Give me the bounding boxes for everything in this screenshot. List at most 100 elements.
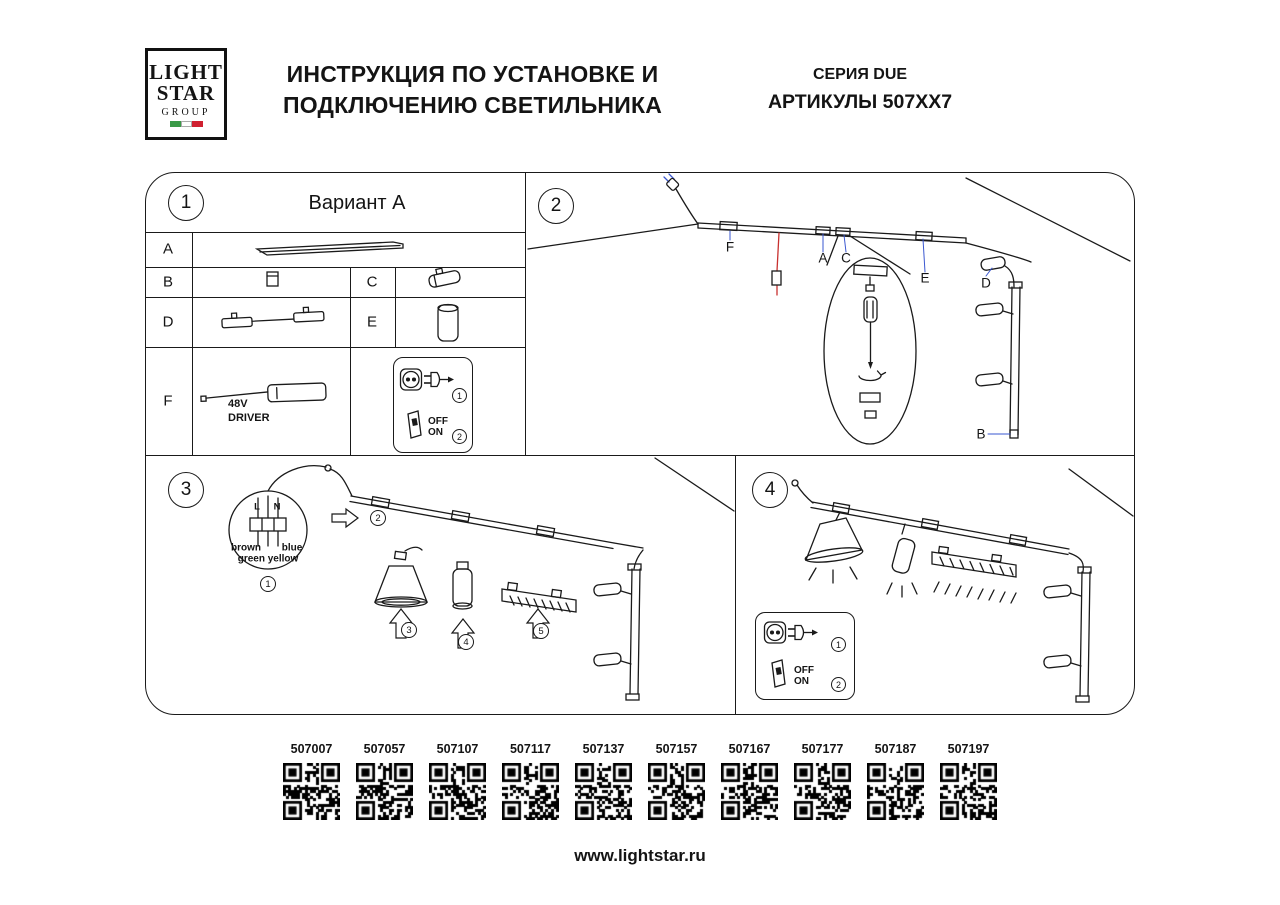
linear-light (501, 581, 577, 613)
qr-item: 507117 (494, 742, 567, 820)
part-letter-b: B (162, 273, 174, 291)
variant-a-title: Вариант А (308, 192, 406, 214)
table-grid-line (395, 267, 396, 347)
wall-corner-edge (654, 457, 735, 512)
screwdriver-icon (858, 296, 887, 382)
track-bar (810, 501, 1070, 556)
wall-track (593, 563, 642, 701)
logo-flag-icon (169, 120, 203, 127)
divider-panel-1-2 (525, 173, 526, 455)
series-name: СЕРИЯ DUE (812, 66, 908, 83)
part-e-cylinder-drawing (437, 303, 459, 342)
qr-code-image (356, 763, 413, 820)
articles-code: АРТИКУЛЫ 507XX7 (767, 91, 953, 113)
qr-item: 507107 (421, 742, 494, 820)
step-3-badge-d3: 3 (401, 622, 417, 638)
part-d-link-drawing (221, 306, 325, 329)
light-switch-icon (407, 410, 422, 439)
section-2-number: 2 (538, 188, 574, 224)
flag-red (191, 120, 203, 127)
table-grid-line (350, 267, 351, 455)
part-letter-f: F (163, 392, 173, 410)
diagram-frame (145, 172, 1135, 715)
onoff-labels: OFF ON (428, 416, 448, 438)
on-label: ON (428, 427, 443, 438)
lightstar-logo: LIGHT STAR GROUP (145, 48, 227, 140)
part-letter-a: A (162, 240, 174, 258)
qr-item: 507157 (640, 742, 713, 820)
part-a-track-drawing (254, 241, 404, 256)
page-title-line2: ПОДКЛЮЧЕНИЮ СВЕТИЛЬНИКА (282, 92, 663, 118)
diagram2-label-f: F (725, 239, 735, 255)
track-bar (697, 220, 967, 244)
step-2-badge: 2 (452, 429, 467, 444)
table-grid-line (146, 347, 525, 348)
qr-article-number: 507057 (363, 742, 406, 756)
cone-spotlight-on (804, 511, 864, 584)
qr-code-image (575, 763, 632, 820)
cylinder-spotlight (452, 561, 473, 610)
table-grid-line (146, 297, 525, 298)
power-connection-box: 1 OFF ON 2 (393, 357, 473, 453)
driver-spec-text: 48V DRIVER (228, 398, 270, 425)
driver-word: DRIVER (228, 411, 270, 424)
diagram2-label-e: E (920, 270, 930, 286)
cone-spotlight (374, 546, 428, 608)
qr-item: 507007 (275, 742, 348, 820)
wire-label-green-yellow: green yellow (237, 553, 299, 565)
qr-item: 507187 (859, 742, 932, 820)
logo-line3: GROUP (161, 106, 211, 118)
linear-light-on (931, 545, 1017, 604)
qr-article-number: 507137 (582, 742, 625, 756)
qr-code-image (283, 763, 340, 820)
qr-item: 507137 (567, 742, 640, 820)
step-1-badge: 1 (831, 637, 846, 652)
qr-article-number: 507187 (874, 742, 917, 756)
qr-article-number: 507107 (436, 742, 479, 756)
driver-voltage: 48V (228, 398, 248, 410)
qr-code-image (867, 763, 924, 820)
track-to-wall-cable (965, 242, 1032, 263)
step-5-badge-d3: 5 (533, 623, 549, 639)
step-1-badge: 1 (452, 388, 467, 403)
cylinder-spotlight-on (886, 523, 918, 598)
qr-code-image (794, 763, 851, 820)
step-2-badge-d3: 2 (370, 510, 386, 526)
qr-article-number: 507157 (655, 742, 698, 756)
step-2-badge: 2 (831, 677, 846, 692)
off-label: OFF (428, 416, 448, 427)
flag-green (169, 120, 181, 127)
off-label: OFF (794, 665, 814, 676)
qr-article-number: 507177 (801, 742, 844, 756)
step-4-badge-d3: 4 (458, 634, 474, 650)
onoff-labels: OFF ON (794, 665, 814, 687)
wall-track (1043, 566, 1092, 703)
qr-code-image (940, 763, 997, 820)
qr-item: 507197 (932, 742, 1005, 820)
wire-label-brown: brown (231, 542, 261, 554)
website-url: www.lightstar.ru (574, 846, 706, 865)
section-4-number: 4 (752, 472, 788, 508)
part-letter-d: D (162, 313, 174, 331)
qr-code-image (721, 763, 778, 820)
plug-socket-icon (399, 368, 454, 391)
step-1-badge-d3: 1 (260, 576, 276, 592)
leader-lines (729, 230, 1011, 435)
part-c-spot-drawing (428, 267, 461, 288)
diagram2-label-a: A (818, 250, 828, 266)
divider-panel-3-4 (735, 455, 736, 714)
qr-code-image (429, 763, 486, 820)
on-label: ON (794, 676, 809, 687)
diagram2-label-c: C (841, 250, 851, 266)
diagram-2-ceiling-install (527, 173, 1131, 445)
qr-item: 507057 (348, 742, 421, 820)
diagram-4-final-assembly (791, 468, 1134, 703)
table-grid-line (146, 232, 525, 233)
diagram2-label-b: B (976, 426, 986, 442)
qr-article-number: 507167 (728, 742, 771, 756)
light-switch-icon (771, 659, 786, 688)
ceiling-edge (527, 223, 699, 250)
wire-label-n: N (273, 501, 281, 513)
qr-item: 507167 (713, 742, 786, 820)
section-1-number: 1 (168, 185, 204, 221)
